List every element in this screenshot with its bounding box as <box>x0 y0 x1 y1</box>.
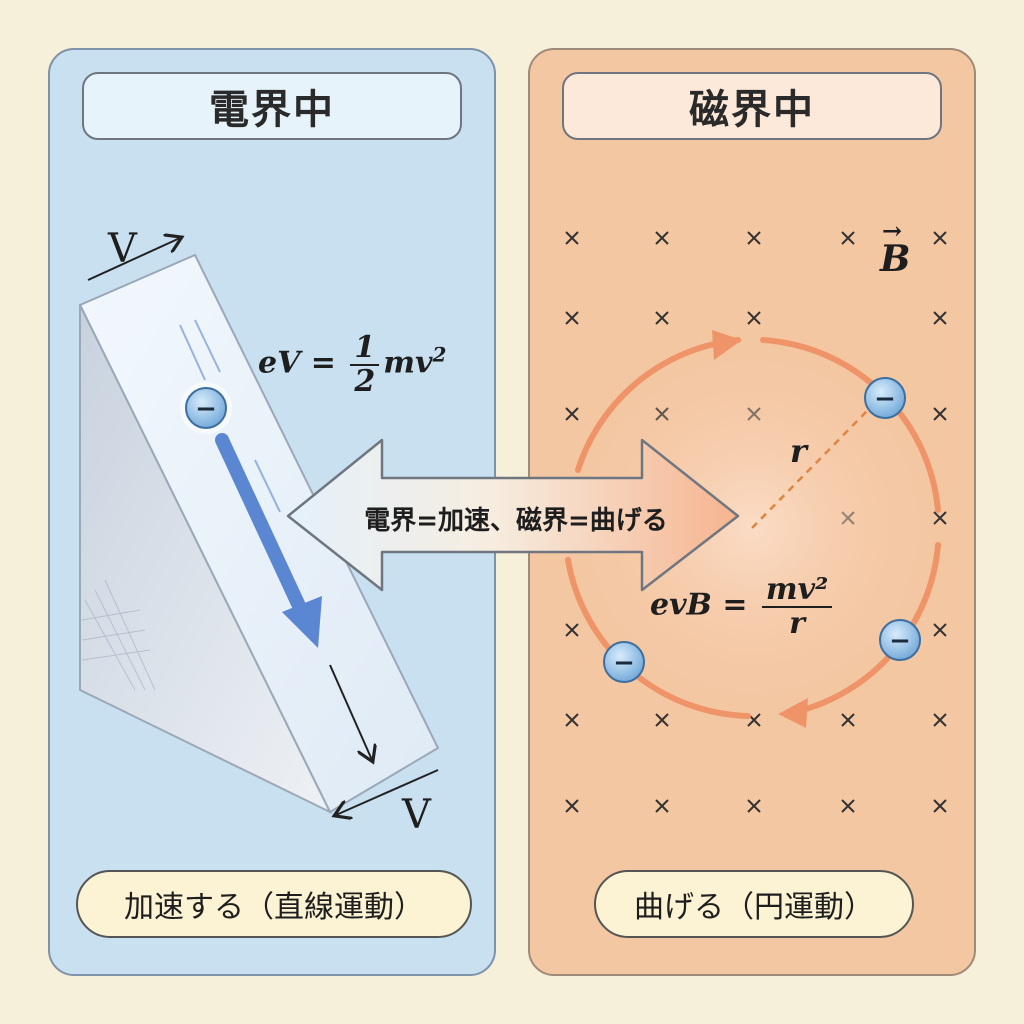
cross-icon <box>933 231 947 245</box>
cross-icon <box>747 231 761 245</box>
cross-icon <box>747 799 761 813</box>
cross-icon <box>933 713 947 727</box>
fraction-numerator: mv² <box>761 574 833 608</box>
path-arrowhead-bottom <box>778 698 808 728</box>
voltage-label-top: V <box>108 226 137 272</box>
cross-icon <box>841 799 855 813</box>
cross-icon <box>655 799 669 813</box>
cross-icon <box>933 799 947 813</box>
electric-field-title: 電界中 <box>82 72 462 140</box>
cross-icon <box>565 713 579 727</box>
motion-direction-line <box>329 664 372 760</box>
energy-equation-fraction: 1 2 <box>350 332 380 399</box>
acceleration-arrow <box>215 433 322 648</box>
electron-icon: − <box>864 377 906 419</box>
cross-icon <box>933 623 947 637</box>
slab-grid <box>81 579 156 691</box>
cross-icon <box>655 231 669 245</box>
force-equation: evB = mv² r <box>650 574 836 639</box>
fraction-denominator: r <box>789 605 805 641</box>
cross-icon <box>565 799 579 813</box>
cross-icon <box>565 231 579 245</box>
cross-icon <box>655 311 669 325</box>
cross-icon <box>747 311 761 325</box>
force-equation-lhs: evB = <box>650 587 748 623</box>
acceleration-caption: 加速する（直線運動） <box>76 870 472 938</box>
voltage-dimension-top <box>87 238 180 281</box>
cross-icon <box>565 407 579 421</box>
cross-icon <box>841 713 855 727</box>
energy-equation-rhs: mv <box>383 345 433 381</box>
electron-icon: − <box>603 641 645 683</box>
radius-line <box>751 409 869 529</box>
path-arrowhead-top <box>712 330 742 360</box>
double-headed-arrow <box>286 438 740 592</box>
force-equation-fraction: mv² r <box>761 574 833 641</box>
bending-caption: 曲げる（円運動） <box>594 870 914 938</box>
fraction-numerator: 1 <box>350 332 380 366</box>
cross-icon <box>933 311 947 325</box>
fraction-denominator: 2 <box>354 363 376 399</box>
magnetic-field-label: B <box>880 216 910 280</box>
cross-icon <box>933 407 947 421</box>
motion-streaks <box>179 319 281 516</box>
center-summary-text: 電界=加速、磁界=曲げる <box>364 505 668 536</box>
electron-icon: − <box>180 382 232 434</box>
electron-icon: − <box>879 619 921 661</box>
electron-charge-symbol: − <box>874 384 896 414</box>
magnetic-field-title: 磁界中 <box>562 72 942 140</box>
radius-label: r <box>790 432 807 470</box>
energy-equation-exponent: 2 <box>432 342 447 367</box>
electron-charge-symbol: − <box>195 394 217 424</box>
electron-charge-symbol: − <box>889 626 911 656</box>
cross-icon <box>655 713 669 727</box>
cross-icon <box>565 623 579 637</box>
electron-charge-symbol: − <box>613 648 635 678</box>
energy-equation-lhs: eV = <box>258 345 336 381</box>
voltage-dimension-bottom <box>336 769 439 815</box>
cross-icon <box>841 231 855 245</box>
cross-icon <box>565 311 579 325</box>
energy-equation: eV = 1 2 mv2 <box>258 332 446 397</box>
voltage-label-bottom: V <box>402 792 431 838</box>
